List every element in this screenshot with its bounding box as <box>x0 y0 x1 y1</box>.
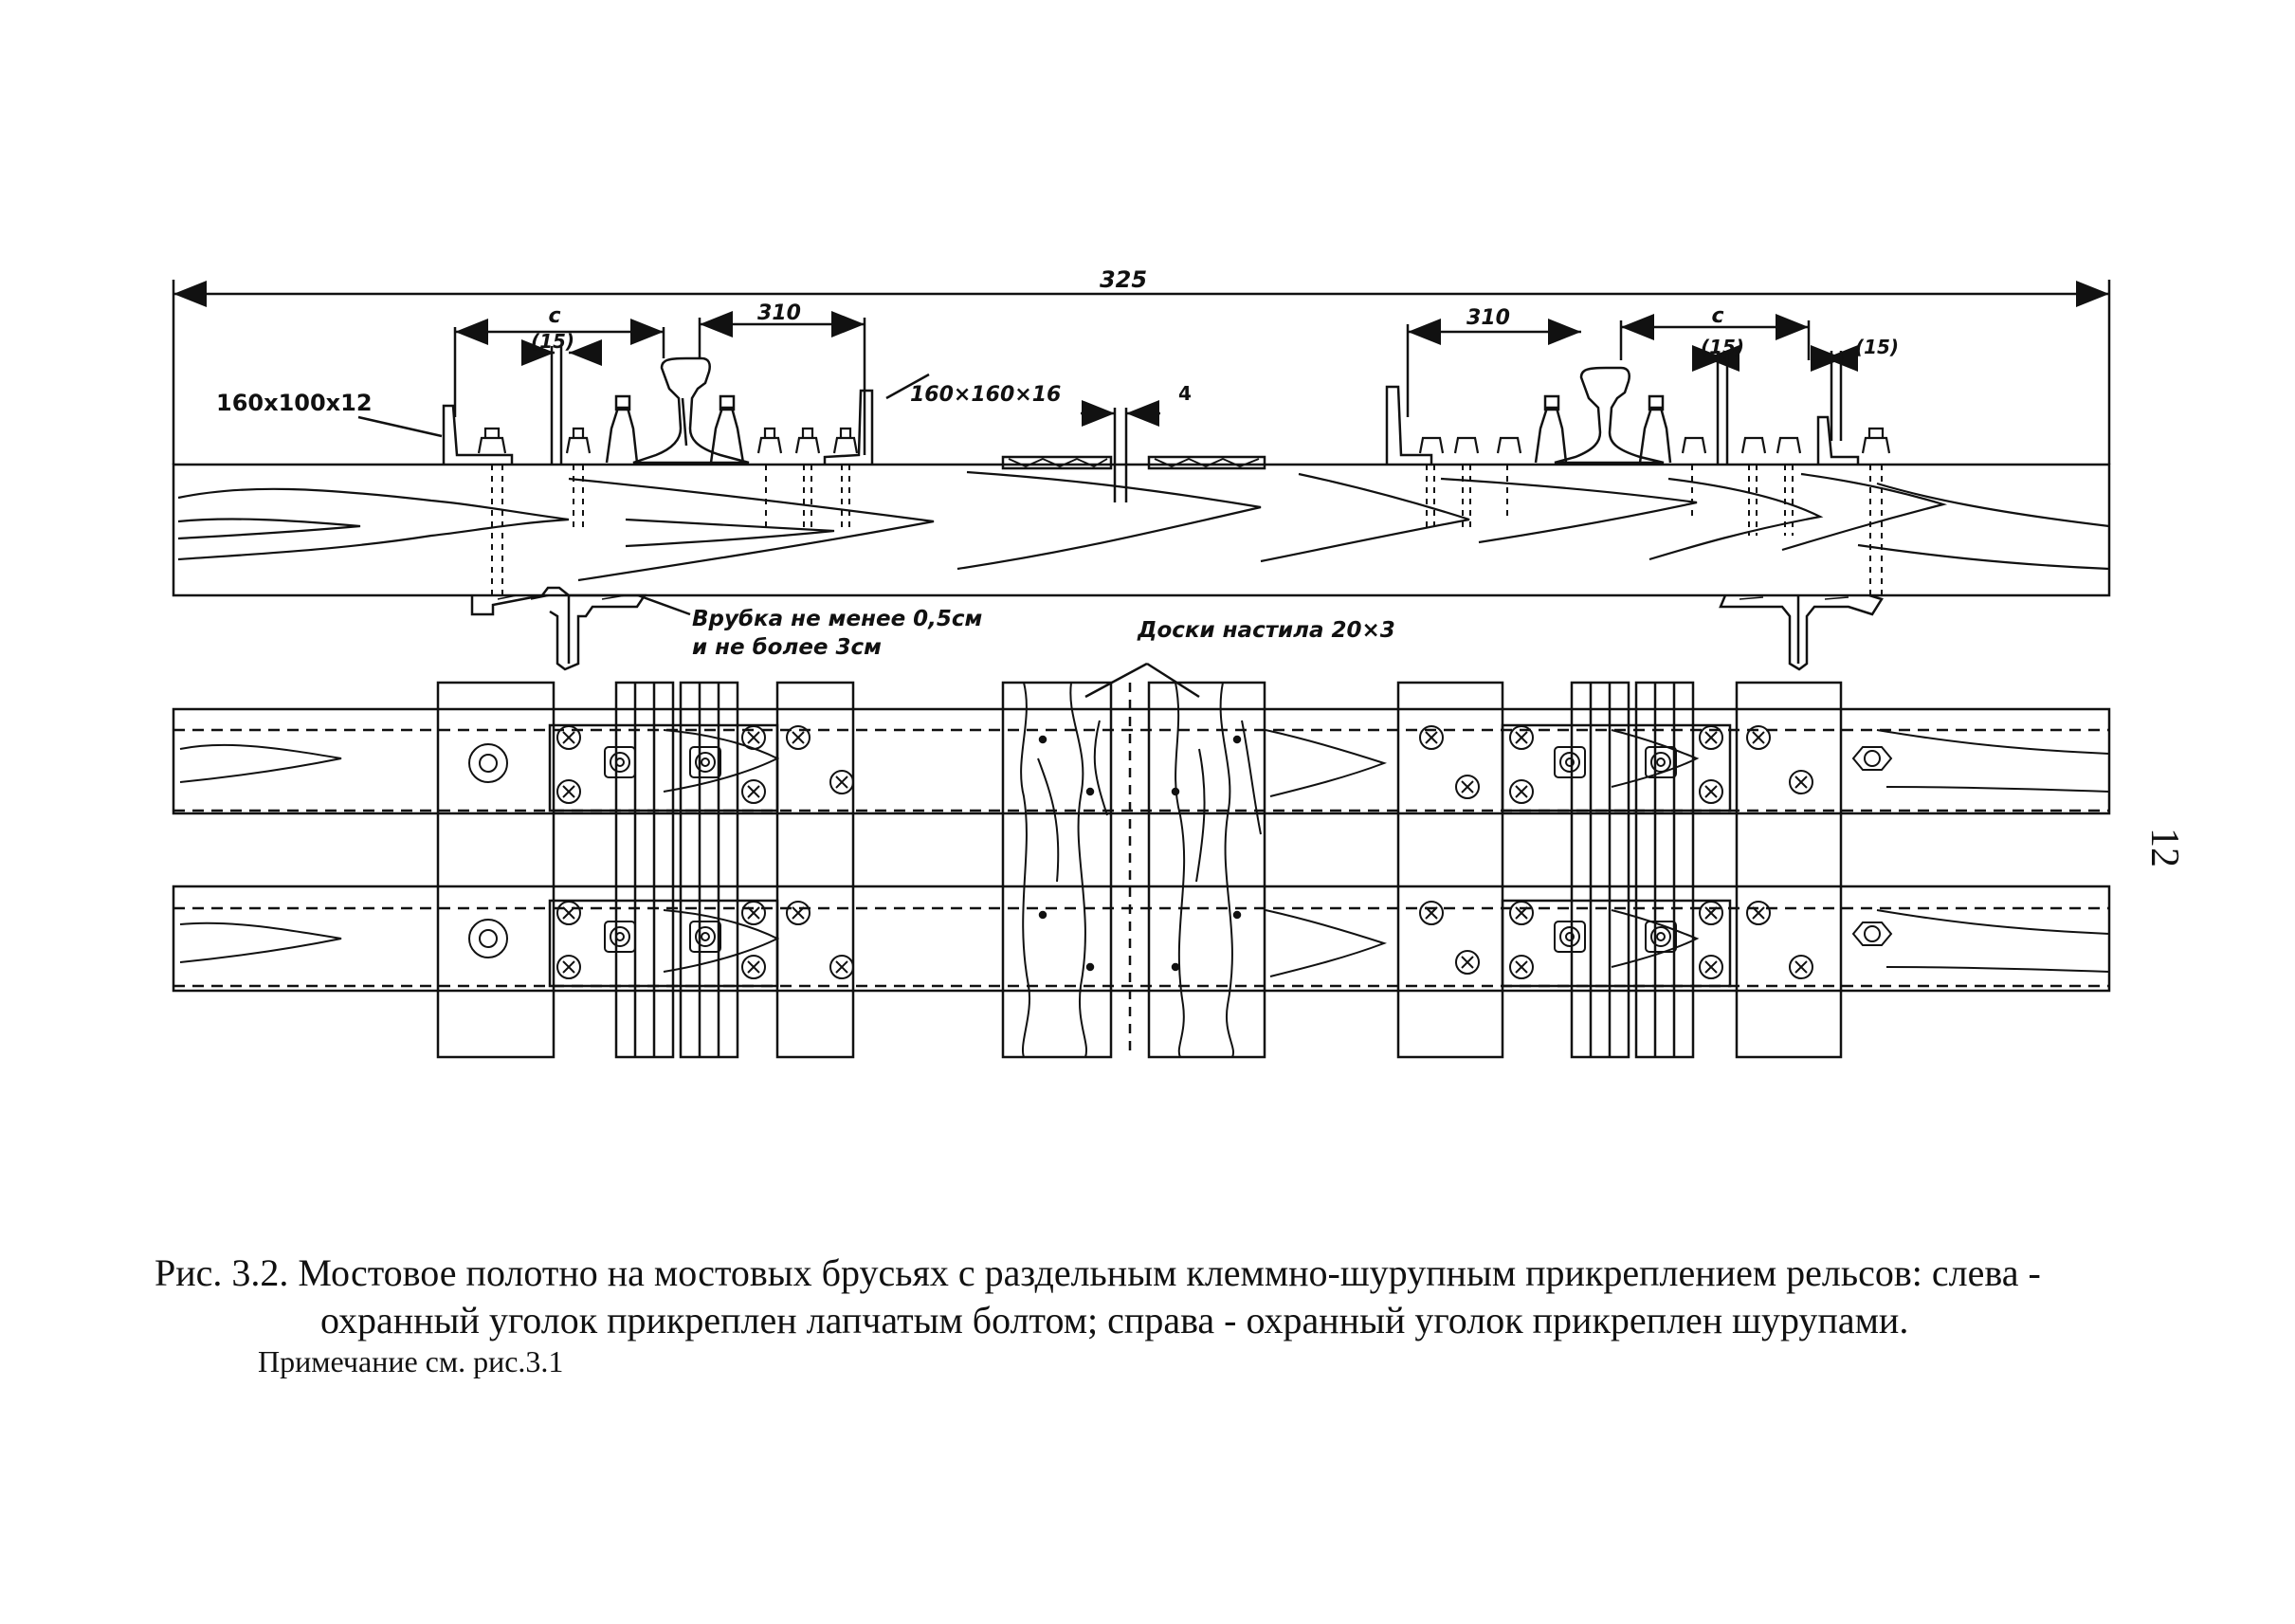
page-number: 12 <box>2142 828 2186 867</box>
hook-bolts <box>468 743 1893 958</box>
dim-gap: 4 <box>1178 382 1192 405</box>
rail-right-section <box>1554 366 1665 465</box>
rail-baseplates <box>548 723 1732 988</box>
section-view <box>172 280 2111 699</box>
timber-beam-section <box>172 463 2111 597</box>
guard-angle-inner-left <box>823 389 874 465</box>
figure-note: Примечание см. рис.3.1 <box>258 1344 564 1378</box>
timber-beam-plan-bottom <box>172 885 2111 993</box>
guard-angle-left <box>442 404 514 465</box>
dim-right-15-a: (15) <box>1701 336 1744 358</box>
dim-right-c: c <box>1711 304 1723 328</box>
caption-line1: 3.2. Мостовое полотно на мостовых брусья… <box>222 1251 2041 1294</box>
girder-angle-left <box>470 586 647 671</box>
dim-right-310: 310 <box>1466 306 1510 330</box>
cross-ties <box>436 681 1843 1059</box>
deck-boards-plan <box>1001 681 1266 1059</box>
dim-left-c: c <box>548 304 560 328</box>
label-deck-boards: Доски настила 20×3 <box>1137 618 1395 643</box>
label-notch-line1: Врубка не менее 0,5см <box>692 607 983 631</box>
caption-prefix: Рис. <box>155 1251 223 1294</box>
figure-caption: Рис. 3.2. Мостовое полотно на мостовых б… <box>155 1250 2202 1344</box>
girder-angle-right <box>1719 593 1884 671</box>
rail-left-section <box>632 356 750 465</box>
dim-left-15: (15) <box>531 330 574 353</box>
dim-right-15-b: (15) <box>1855 336 1899 358</box>
dim-total: 325 <box>1100 266 1147 293</box>
dim-left-310: 310 <box>757 301 801 325</box>
label-notch-line2: и не более 3см <box>692 635 882 660</box>
deck-boards-section <box>1001 455 1266 470</box>
plan-view <box>172 681 2111 1059</box>
timber-beam-plan-top <box>172 707 2111 815</box>
caption-line2: охранный уголок прикреплен лапчатым болт… <box>320 1299 1909 1341</box>
label-angle-mid: 160×160×16 <box>910 383 1061 407</box>
clamp-nuts <box>604 746 1677 953</box>
label-angle-left: 160x100x12 <box>216 390 373 416</box>
bolt-symbols <box>556 725 1813 979</box>
